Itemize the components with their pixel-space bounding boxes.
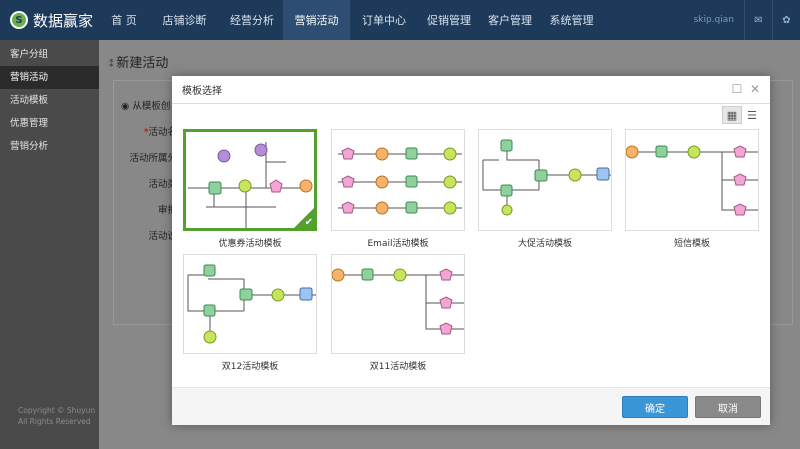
close-icon[interactable]: ✕ bbox=[749, 82, 761, 96]
nav-store-diagnosis[interactable]: 店铺诊断 bbox=[162, 14, 207, 27]
check-icon: ✔ bbox=[304, 217, 313, 228]
user-name[interactable]: skip.qian bbox=[693, 15, 734, 25]
template-card-sms[interactable] bbox=[625, 129, 759, 231]
maximize-icon[interactable]: ☐ bbox=[731, 82, 743, 96]
sidebar-item-customer-groups[interactable]: 客户分组 bbox=[10, 49, 49, 60]
title-marker-icon: ⁑ bbox=[109, 60, 117, 70]
radio-label: 从模板创 bbox=[132, 101, 171, 112]
template-coupon-flow-diagram bbox=[188, 142, 313, 228]
template-card-double-12[interactable] bbox=[183, 254, 317, 354]
nav-promotions[interactable]: 促销管理 bbox=[427, 14, 471, 27]
template-double-12-flow-diagram bbox=[187, 264, 316, 344]
page-title-text: 新建活动 bbox=[116, 56, 169, 71]
app-logo[interactable]: S 数据赢家 bbox=[0, 0, 100, 40]
nav-customers[interactable]: 客户管理 bbox=[488, 14, 532, 27]
app-name: 数据赢家 bbox=[33, 11, 94, 30]
template-card-big-promo[interactable] bbox=[478, 129, 612, 231]
grid-view-icon[interactable]: ▦ bbox=[722, 106, 742, 124]
label-activity-category: 活动所属分 bbox=[129, 153, 177, 164]
nav-orders[interactable]: 订单中心 bbox=[362, 14, 406, 27]
list-view-icon[interactable]: ☰ bbox=[747, 108, 757, 122]
template-name-coupon: 优惠券活动模板 bbox=[218, 239, 282, 249]
top-nav-bar: S 数据赢家 首 页 店铺诊断 经营分析 营销活动 订单中心 促销管理 客户管理… bbox=[0, 0, 800, 40]
label-activity-desc: 活动说 bbox=[148, 231, 177, 242]
template-name-big-promo: 大促活动模板 bbox=[517, 239, 572, 249]
modal-header: 模板选择 bbox=[172, 76, 770, 104]
confirm-button[interactable]: 确定 bbox=[622, 396, 688, 418]
nav-home[interactable]: 首 页 bbox=[111, 14, 137, 27]
label-approval: 审批 bbox=[157, 205, 177, 216]
modal-footer: 确定 取消 bbox=[172, 387, 770, 425]
template-card-coupon[interactable]: ✔ bbox=[183, 129, 317, 231]
template-card-double-11[interactable] bbox=[331, 254, 465, 354]
gear-icon[interactable]: ✿ bbox=[772, 0, 800, 40]
create-from-template-radio[interactable]: ◉ 从模板创 bbox=[121, 98, 170, 112]
sidebar-item-discounts[interactable]: 优惠管理 bbox=[10, 118, 49, 129]
view-toggle: ▦ ☰ bbox=[722, 106, 762, 124]
template-sms-flow-diagram bbox=[626, 145, 758, 216]
template-email-flow-diagram bbox=[338, 147, 462, 215]
label-activity-name: *活动名 bbox=[143, 127, 177, 138]
radio-selected-icon: ◉ bbox=[121, 101, 133, 112]
template-card-email[interactable] bbox=[331, 129, 465, 231]
template-name-email: Email活动模板 bbox=[367, 239, 429, 249]
template-name-sms: 短信模板 bbox=[673, 239, 710, 249]
sidebar-item-campaigns[interactable]: 营销活动 bbox=[0, 66, 99, 89]
cancel-button[interactable]: 取消 bbox=[695, 396, 761, 418]
sidebar-item-analysis[interactable]: 营销分析 bbox=[10, 141, 49, 152]
page-title: ⁑ 新建活动 bbox=[109, 52, 168, 71]
nav-marketing[interactable]: 营销活动 bbox=[283, 0, 350, 40]
copyright-line-2: All Rights Reserved bbox=[18, 417, 91, 426]
copyright: Copyright © Shuyun All Rights Reserved bbox=[18, 405, 95, 427]
template-select-modal: 模板选择 ☐ ✕ ▦ ☰ ✔ 优惠券活动模板 bbox=[172, 76, 770, 425]
nav-business-analysis[interactable]: 经营分析 bbox=[230, 14, 274, 27]
mail-icon[interactable]: ✉ bbox=[744, 0, 772, 40]
logo-icon: S bbox=[10, 11, 28, 29]
modal-title: 模板选择 bbox=[182, 86, 222, 97]
template-name-double-11: 双11活动模板 bbox=[369, 362, 427, 372]
label-activity-type: 活动类 bbox=[148, 179, 177, 190]
template-name-double-12: 双12活动模板 bbox=[221, 362, 279, 372]
copyright-line-1: Copyright © Shuyun bbox=[18, 406, 96, 415]
nav-system[interactable]: 系统管理 bbox=[549, 14, 594, 27]
sidebar-item-templates[interactable]: 活动模板 bbox=[10, 95, 49, 106]
template-double-11-flow-diagram bbox=[332, 268, 464, 335]
template-big-promo-flow-diagram bbox=[482, 139, 611, 216]
sidebar: 客户分组 营销活动 活动模板 优惠管理 营销分析 Copyright © Shu… bbox=[0, 40, 99, 449]
